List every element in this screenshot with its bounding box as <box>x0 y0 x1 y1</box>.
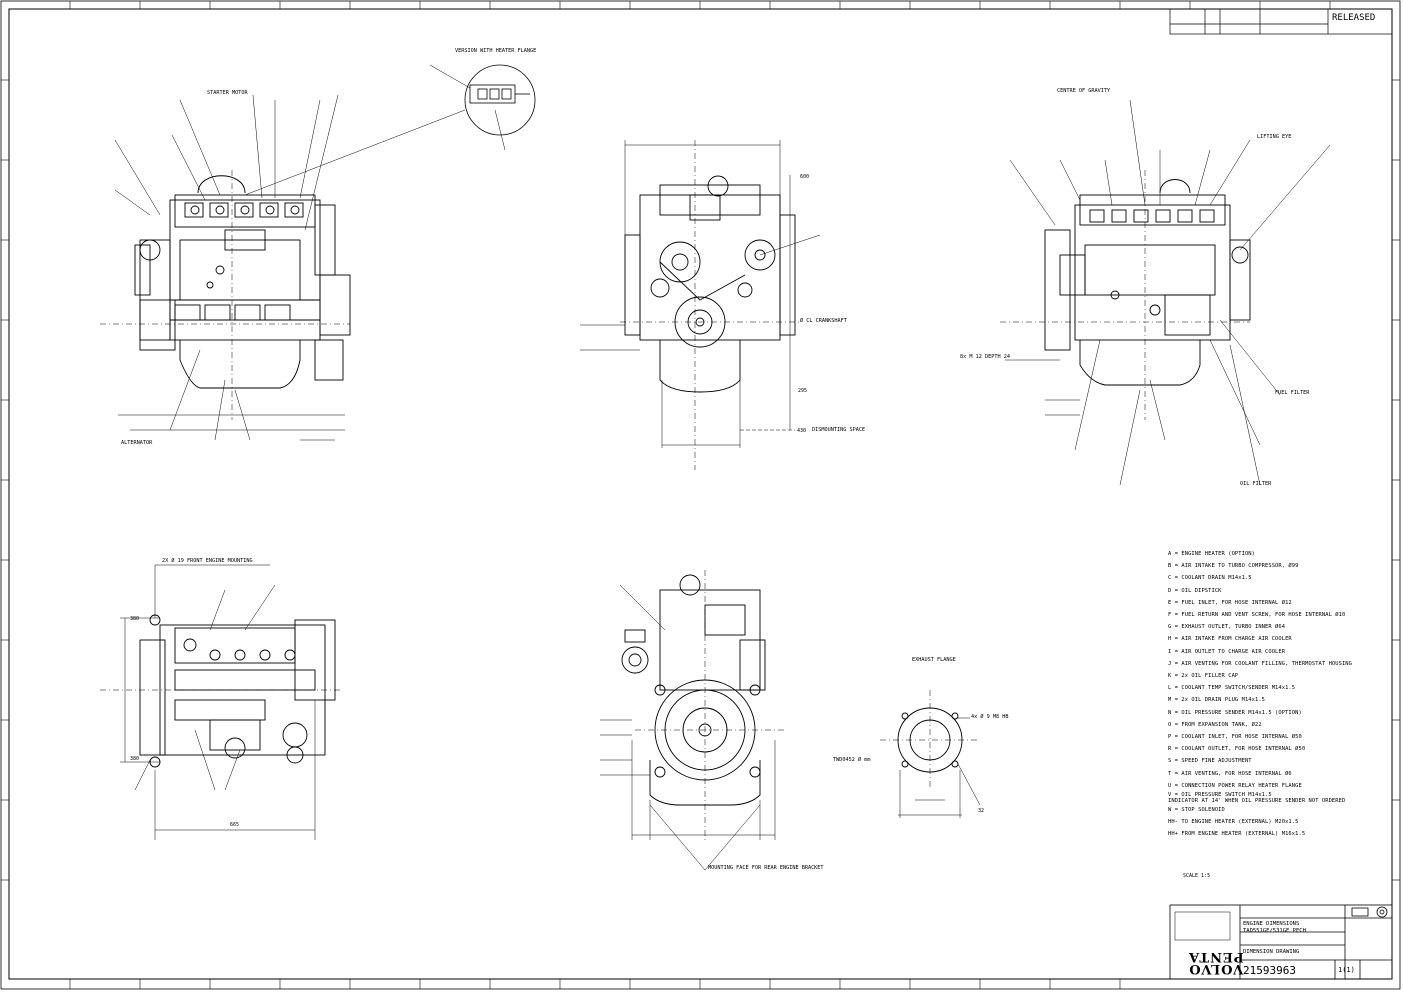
legend-item: D = OIL DIPSTICK <box>1168 587 1222 594</box>
sheet-number: 1(1) <box>1338 966 1355 974</box>
dim-380-bottom: 380 <box>130 756 139 762</box>
dim-295: 295 <box>798 388 807 394</box>
label-fuel-filter: FUEL FILTER <box>1275 390 1310 396</box>
view-rear <box>600 570 785 871</box>
label-starter-motor: STARTER MOTOR <box>207 90 248 96</box>
legend-list: A = ENGINE HEATER (OPTION) B = AIR INTAK… <box>1168 548 1352 841</box>
status-released: RELEASED <box>1332 13 1376 23</box>
title-block <box>1169 904 1393 980</box>
volvo-penta-logo: VOLVO PENTA <box>1188 949 1244 976</box>
label-exhaust-flange: EXHAUST FLANGE <box>912 657 956 663</box>
legend-item: HH+ FROM ENGINE HEATER (EXTERNAL) M16x1.… <box>1168 831 1306 838</box>
legend-item: N = OIL PRESSURE SENDER M14x1.5 (OPTION) <box>1168 709 1302 716</box>
dimension-texts: 600 295 430 380 380 665 32 <box>130 174 984 828</box>
view-right-side <box>1000 170 1251 420</box>
dim-380-top: 380 <box>130 616 139 622</box>
label-flywheel: TWD0452 Ø mm <box>833 757 871 763</box>
view-top <box>100 564 340 840</box>
legend-item: INDICATOR AT 14' WHEN OIL PRESSURE SENDE… <box>1168 798 1346 805</box>
drawing-number: 21593963 <box>1243 964 1296 977</box>
label-thread-depth: 8x M 12 DEPTH 24 <box>960 354 1010 360</box>
view-heater-flange <box>429 64 536 151</box>
legend-item: P = COOLANT INLET, FOR HOSE INTERNAL Ø50 <box>1168 734 1302 741</box>
revision-block <box>1169 8 1393 35</box>
legend-item: M = 2x OIL DRAIN PLUG M14x1.5 <box>1168 697 1266 704</box>
legend-item: E = FUEL INLET, FOR HOSE INTERNAL Ø12 <box>1168 599 1292 606</box>
legend-item: U = CONNECTION POWER RELAY HEATER FLANGE <box>1168 782 1302 789</box>
dim-600: 600 <box>800 174 809 180</box>
legend-item: W = STOP SOLENOID <box>1168 807 1225 814</box>
legend-item: L = COOLANT TEMP SWITCH/SENDER M14x1.5 <box>1168 685 1296 692</box>
label-alternator: ALTERNATOR <box>121 440 153 446</box>
legend-item: B = AIR INTAKE TO TURBO COMPRESSOR, Ø99 <box>1168 563 1299 570</box>
legend-item: I = AIR OUTLET TO CHARGE AIR COOLER <box>1168 648 1286 655</box>
label-crankshaft: Ø CL CRANKSHAFT <box>800 318 847 324</box>
label-dismount-space: DISMOUNTING SPACE <box>812 427 866 433</box>
dim-665: 665 <box>230 822 239 828</box>
legend-item: R = COOLANT OUTLET, FOR HOSE INTERNAL Ø5… <box>1168 746 1306 753</box>
scale-text: SCALE 1:5 <box>1183 873 1211 879</box>
view-exhaust-flange <box>880 690 981 818</box>
inner-border <box>8 8 1393 980</box>
title-line-2: TAD551GE/531GE PECH <box>1243 928 1306 934</box>
label-holes: 4x Ø 9 M8 HB <box>971 714 1009 720</box>
view-right-leaders <box>1005 99 1331 486</box>
legend-item: K = 2x OIL FILLER CAP <box>1168 673 1239 680</box>
label-centre-gravity: CENTRE OF GRAVITY <box>1057 88 1111 94</box>
view-left-side <box>100 170 351 441</box>
legend-item: T = AIR VENTING, FOR HOSE INTERNAL Ø6 <box>1168 770 1292 777</box>
view-left-leaders <box>114 94 466 441</box>
legend-item: V = OIL PRESSURE SWITCH M14x1.5 <box>1168 792 1272 799</box>
label-lifting-eye: LIFTING EYE <box>1257 134 1292 140</box>
label-front-mounting: 2X Ø 19 FRONT ENGINE MOUNTING <box>162 558 253 564</box>
legend-item: G = EXHAUST OUTLET, TURBO INNER Ø64 <box>1168 624 1286 631</box>
legend-item: O = FROM EXPANSION TANK, Ø22 <box>1168 721 1262 728</box>
legend-item: J = AIR VENTING FOR COOLANT FILLING, THE… <box>1168 660 1352 667</box>
dim-430: 430 <box>797 428 806 434</box>
dim-32: 32 <box>978 808 984 814</box>
title-line-1: ENGINE DIMENSIONS <box>1243 921 1300 927</box>
document-type: DIMENSION DRAWING <box>1243 949 1300 955</box>
legend-item: C = COOLANT DRAIN M14x1.5 <box>1168 575 1252 582</box>
label-mounting-face: MOUNTING FACE FOR REAR ENGINE BRACKET <box>708 865 824 871</box>
legend-item: F = FUEL RETURN AND VENT SCREW, FOR HOSE… <box>1168 612 1346 619</box>
label-version-heater: VERSION WITH HEATER FLANGE <box>455 48 537 54</box>
view-front <box>580 140 821 470</box>
legend-item: H = AIR INTAKE FROM CHARGE AIR COOLER <box>1168 636 1292 643</box>
legend-item: A = ENGINE HEATER (OPTION) <box>1168 551 1255 557</box>
label-oil-filter: OIL FILTER <box>1240 481 1272 487</box>
legend-item: S = SPEED FINE ADJUSTMENT <box>1168 758 1252 765</box>
legend-item: HH- TO ENGINE HEATER (EXTERNAL) M20x1.5 <box>1168 819 1299 826</box>
